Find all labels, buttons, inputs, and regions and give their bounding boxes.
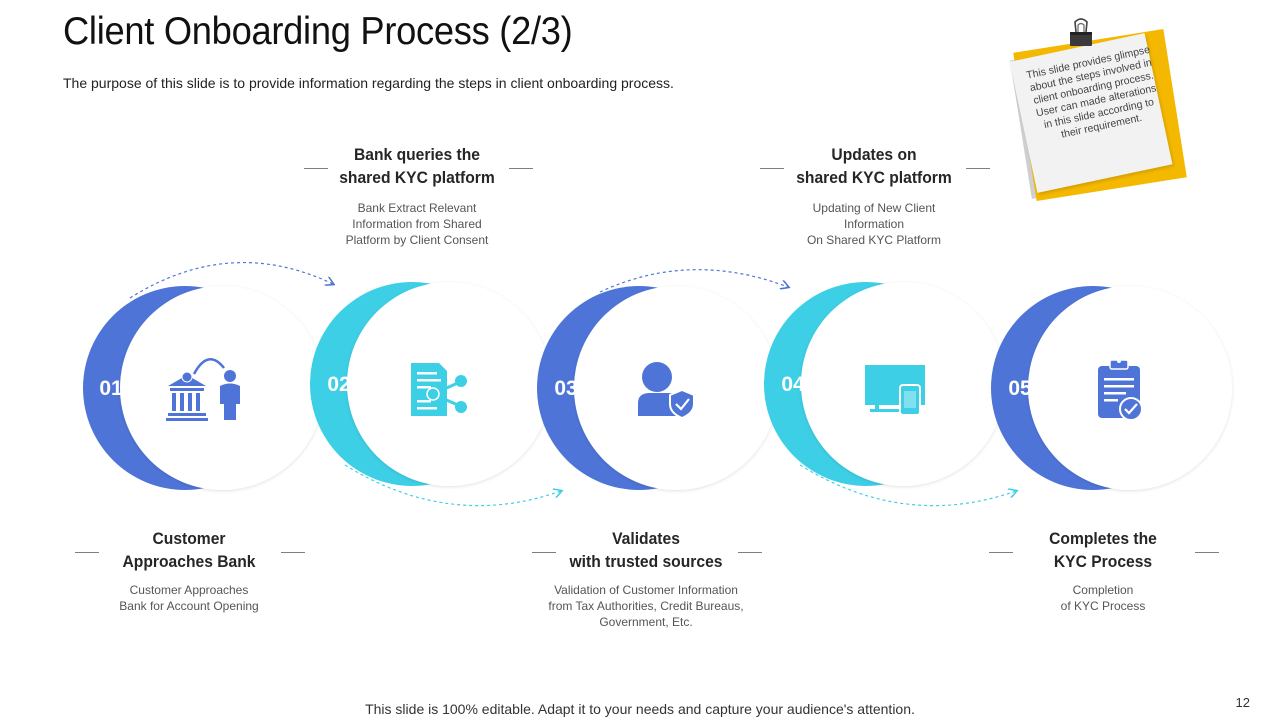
arrow-02-03 <box>344 464 561 507</box>
step-circle-03 <box>537 286 778 490</box>
step-title-line: Customer <box>152 529 226 548</box>
step-title-line: Validates <box>612 529 680 548</box>
binder-clip-icon <box>1070 18 1092 46</box>
step-number-01: 01 <box>99 377 123 400</box>
step-title-01: Customer Approaches Bank <box>88 527 290 573</box>
step-desc-line: Updating of New Client <box>812 201 936 215</box>
divider <box>989 552 1013 553</box>
step-desc-line: Completion <box>1072 583 1134 597</box>
divider <box>532 552 556 553</box>
divider <box>509 168 533 169</box>
step-desc-line: Platform by Client Consent <box>345 233 489 247</box>
step-number-03: 03 <box>554 377 578 400</box>
user-shield-icon <box>638 362 695 420</box>
step-desc-line: of KYC Process <box>1060 599 1146 613</box>
step-number-04: 04 <box>781 373 805 396</box>
step-title-line: Completes the <box>1049 529 1157 548</box>
step-desc-01: Customer Approaches Bank for Account Ope… <box>79 582 299 614</box>
step-title-05: Completes the KYC Process <box>1002 527 1204 573</box>
document-share-icon <box>411 363 467 416</box>
step-circle-05 <box>991 286 1232 490</box>
bank-customer-icon <box>166 358 240 421</box>
step-desc-05: Completion of KYC Process <box>993 582 1213 614</box>
slide-subtitle: The purpose of this slide is to provide … <box>63 75 674 91</box>
divider <box>966 168 990 169</box>
arrow-04-05 <box>799 464 1016 507</box>
step-number-02: 02 <box>327 373 351 396</box>
arrow-03-04 <box>599 269 788 293</box>
step-desc-line: Government, Etc. <box>599 615 693 629</box>
arrow-01-02 <box>129 262 333 299</box>
slide-footer: This slide is 100% editable. Adapt it to… <box>365 701 915 717</box>
step-title-line: KYC Process <box>1053 552 1153 571</box>
step-title-line: with trusted sources <box>569 552 723 571</box>
step-title-line: shared KYC platform <box>796 168 952 187</box>
step-title-04: Updates on shared KYC platform <box>773 143 975 189</box>
step-desc-line: Validation of Customer Information <box>554 583 738 597</box>
step-desc-line: Bank for Account Opening <box>119 599 259 613</box>
step-desc-line: Information <box>843 217 905 231</box>
step-title-line: shared KYC platform <box>339 168 495 187</box>
step-title-03: Validates with trusted sources <box>545 527 747 573</box>
step-desc-line: On Shared KYC Platform <box>806 233 942 247</box>
divider <box>1195 552 1219 553</box>
divider <box>738 552 762 553</box>
step-number-05: 05 <box>1008 377 1032 400</box>
step-desc-02: Bank Extract Relevant Information from S… <box>307 200 527 248</box>
sticky-note: This slide provides glimpse about the st… <box>1009 18 1192 201</box>
slide-title: Client Onboarding Process (2/3) <box>63 10 573 53</box>
divider <box>304 168 328 169</box>
monitor-mobile-icon <box>865 365 925 416</box>
divider <box>760 168 784 169</box>
step-title-line: Approaches Bank <box>122 552 256 571</box>
step-title-line: Bank queries the <box>353 145 481 164</box>
step-title-02: Bank queries the shared KYC platform <box>316 143 518 189</box>
divider <box>281 552 305 553</box>
step-desc-line: from Tax Authorities, Credit Bureaus, <box>548 599 744 613</box>
divider <box>75 552 99 553</box>
page-number: 12 <box>1235 695 1250 710</box>
step-desc-line: Bank Extract Relevant <box>357 201 477 215</box>
step-desc-line: Customer Approaches <box>129 583 249 597</box>
step-desc-04: Updating of New Client Information On Sh… <box>764 200 984 248</box>
clipboard-check-icon <box>1098 359 1143 421</box>
step-desc-line: Information from Shared <box>352 217 482 231</box>
step-title-line: Updates on <box>831 145 917 164</box>
step-desc-03: Validation of Customer Information from … <box>536 582 756 630</box>
